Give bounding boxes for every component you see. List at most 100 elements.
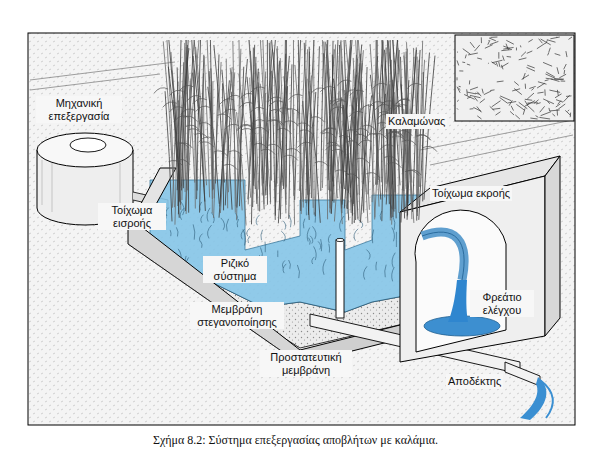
inset-texture: [482, 89, 483, 94]
inset-texture: [477, 58, 482, 59]
reed-leaf: [369, 102, 383, 107]
inset-texture: [467, 64, 470, 65]
inset-texture: [526, 70, 527, 71]
reed-stem: [338, 56, 342, 201]
reed-leaf: [267, 144, 281, 149]
reed-stem: [253, 48, 254, 186]
inset-texture: [507, 56, 511, 58]
root-strand: [297, 265, 299, 278]
inset-texture: [458, 88, 460, 90]
inset-texture: [550, 37, 559, 39]
reed-leaf: [373, 83, 387, 88]
reed-leaf: [361, 105, 375, 110]
reed-stem: [370, 75, 380, 200]
reed-leaf: [332, 149, 346, 154]
inset-texture: [500, 96, 511, 101]
inset-texture: [521, 52, 526, 57]
reed-leaf: [229, 151, 243, 156]
reed-leaf: [423, 146, 437, 151]
reed-stem: [207, 40, 212, 199]
reed-stem: [192, 40, 197, 191]
inset-texture: [484, 91, 491, 95]
root-strand: [318, 241, 321, 249]
reed-stem: [315, 46, 319, 216]
inset-texture: [514, 82, 519, 86]
inset-texture: [568, 110, 569, 112]
reed-leaf: [175, 116, 189, 121]
reed-leaf: [373, 133, 387, 138]
inset-texture: [470, 95, 481, 97]
inset-texture: [487, 63, 489, 65]
reed-leaf: [275, 108, 289, 113]
root-strand: [170, 230, 172, 236]
part-label: Αποδέκτης: [446, 374, 503, 389]
reed-stem: [284, 76, 295, 190]
root-strand: [201, 242, 202, 248]
inset-texture: [547, 40, 556, 43]
reed-stem: [233, 41, 235, 213]
inset-texture: [506, 40, 513, 44]
reed-leaf: [214, 151, 228, 156]
reed-stem: [270, 42, 271, 205]
inset-texture: [470, 108, 474, 109]
root-strand: [281, 231, 285, 241]
reed-leaf: [362, 125, 376, 130]
reed-leaf: [394, 105, 408, 110]
reed-leaf: [332, 101, 346, 106]
reed-leaf: [366, 173, 380, 178]
inset-texture: [548, 53, 549, 56]
inset-texture: [545, 80, 549, 81]
reed-leaf: [417, 135, 431, 140]
inset-texture: [538, 82, 547, 84]
root-strand: [226, 219, 228, 232]
part-label: Προστατευτική μεμβράνη: [260, 350, 352, 377]
inset-texture: [550, 109, 560, 111]
part-label: Φρεάτιο ελέγχου: [470, 290, 534, 317]
reed-leaf: [322, 133, 336, 138]
reed-leaf: [225, 124, 239, 129]
root-strand: [282, 260, 284, 268]
reed-leaf: [300, 130, 314, 135]
root-strand: [309, 238, 311, 245]
inset-texture: [464, 94, 475, 99]
reed-stem: [382, 40, 385, 197]
reed-leaf: [179, 143, 193, 148]
inset-texture: [543, 62, 552, 66]
root-strand: [328, 244, 330, 253]
reed-leaf: [240, 102, 254, 107]
inset-texture: [511, 106, 513, 111]
reed-leaf: [181, 109, 195, 114]
root-strand: [314, 246, 317, 260]
inset-texture: [497, 81, 504, 83]
reed-leaf: [395, 99, 409, 104]
reed-leaf: [226, 95, 240, 100]
inset-texture: [555, 54, 561, 56]
inset-texture: [457, 100, 459, 102]
reed-stem: [372, 40, 376, 202]
inset-texture: [557, 67, 559, 74]
root-strand: [307, 228, 310, 242]
inset-texture: [485, 45, 493, 49]
reed-stem: [354, 50, 363, 205]
inset-texture: [566, 51, 567, 57]
inset-texture: [465, 55, 466, 59]
reed-stem: [167, 40, 174, 207]
inset-texture: [509, 100, 512, 105]
inset-texture: [565, 110, 570, 115]
reed-stem: [376, 40, 383, 185]
reed-stem: [326, 42, 333, 181]
reed-leaf: [387, 163, 401, 168]
root-strand: [207, 208, 210, 222]
reed-leaf: [329, 107, 343, 112]
inset-texture: [525, 84, 526, 89]
root-strand: [283, 221, 286, 230]
frame: [28, 33, 575, 425]
root-strand: [201, 215, 204, 223]
reed-leaf: [193, 98, 207, 103]
inset-texture: [531, 88, 533, 90]
inset-texture: [516, 48, 517, 51]
reed-leaf: [254, 127, 268, 132]
inset-texture: [539, 117, 550, 119]
root-strand: [303, 219, 305, 229]
